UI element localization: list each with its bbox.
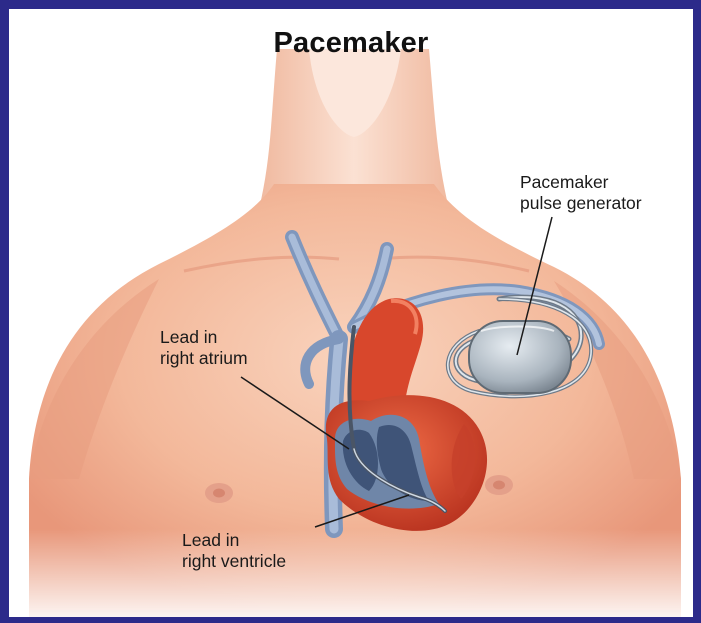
label-lead-right-atrium: Lead in right atrium: [160, 327, 248, 369]
label-lead-right-ventricle-line-2: right ventricle: [182, 551, 286, 572]
label-lead-right-ventricle-line-1: Lead in: [182, 530, 286, 551]
pulse-generator-device: [469, 321, 571, 393]
label-lead-right-atrium-line-2: right atrium: [160, 348, 248, 369]
label-lead-right-atrium-line-1: Lead in: [160, 327, 248, 348]
diagram-title: Pacemaker: [9, 27, 693, 60]
label-lead-right-ventricle: Lead in right ventricle: [182, 530, 286, 572]
label-pulse-generator-line-2: pulse generator: [520, 193, 642, 214]
label-pulse-generator: Pacemaker pulse generator: [520, 172, 642, 214]
illustration-panel: Pacemaker Pacemaker pulse generator Lead…: [9, 9, 693, 617]
label-pulse-generator-line-1: Pacemaker: [520, 172, 642, 193]
pacemaker-illustration: [9, 9, 693, 617]
